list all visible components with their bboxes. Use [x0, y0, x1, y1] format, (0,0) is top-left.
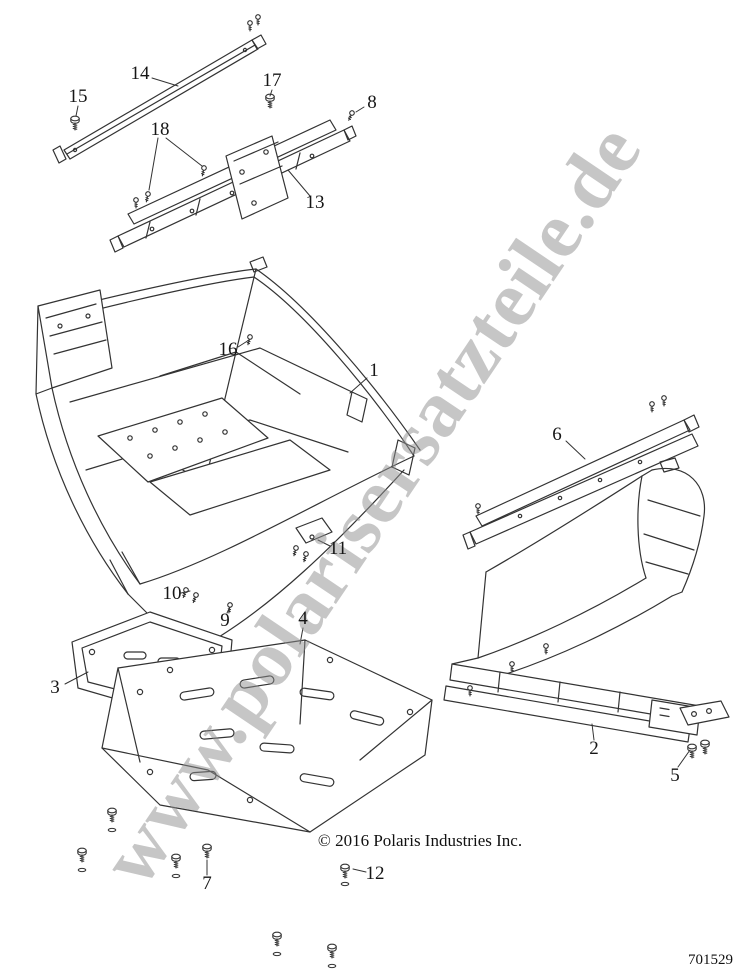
callout-16: 16 — [218, 339, 238, 360]
callout-15: 15 — [68, 86, 88, 107]
callout-11: 11 — [328, 538, 348, 559]
callout-9: 9 — [220, 610, 230, 631]
callout-18: 18 — [150, 119, 170, 140]
callout-7: 7 — [202, 873, 212, 894]
callout-13: 13 — [305, 192, 325, 213]
leader-lines — [64, 77, 691, 876]
callout-10: 10 — [162, 583, 182, 604]
callout-14: 14 — [130, 63, 150, 84]
callout-8: 8 — [367, 92, 377, 113]
callout-2: 2 — [589, 738, 599, 759]
main-frame-part-1 — [35, 256, 421, 649]
copyright-notice: © 2016 Polaris Industries Inc. — [317, 831, 523, 850]
callout-12: 12 — [365, 863, 385, 884]
callout-1: 1 — [369, 360, 379, 381]
crossmember-assembly-part-13 — [70, 93, 357, 253]
callout-5: 5 — [670, 765, 680, 786]
rear-frame-part-2 — [443, 457, 706, 743]
callout-17: 17 — [262, 70, 282, 91]
diagram-part-number: 701529 — [688, 952, 733, 968]
side-rail-part-6 — [462, 395, 700, 550]
upper-rail-part-14 — [52, 14, 267, 164]
main-skid-plate-part-4 — [101, 639, 433, 833]
callout-4: 4 — [298, 608, 308, 629]
callout-6: 6 — [552, 424, 562, 445]
bracket-part-5 — [679, 700, 730, 759]
callout-3: 3 — [50, 677, 60, 698]
